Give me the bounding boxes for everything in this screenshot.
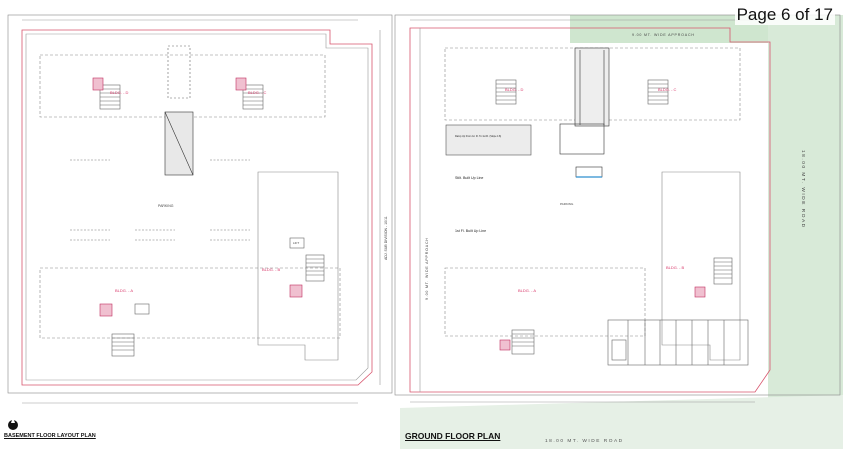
ground-block-d-label: BLDG. - D [505, 87, 524, 92]
basement-parking-label: PARKING [158, 204, 174, 208]
basement-stair-c [235, 77, 264, 110]
basement-block-d-label: BLDG. - D [110, 90, 129, 95]
ground-first-floor-ramp [445, 124, 532, 156]
ground-bottom-road-label: 18.00 MT. WIDE ROAD [545, 438, 624, 444]
ground-bottom-band [444, 267, 646, 337]
basement-top-band [39, 54, 326, 118]
basement-bottom-band [39, 267, 341, 339]
basement-lift-label: LIFT [293, 241, 299, 245]
ground-right-road-fill [768, 15, 843, 430]
basement-inner-wall [25, 33, 369, 381]
ground-plan-title: GROUND FLOOR PLAN [405, 431, 501, 441]
ground-block-b-outline [661, 171, 741, 361]
basement-block-b-outline [257, 171, 339, 361]
ground-right-road-label: 18.00 MT. WIDE ROAD [800, 150, 806, 229]
basement-ramp-top [167, 45, 191, 99]
ground-top-road-label: 9.00 MT. WIDE APPROACH [632, 33, 695, 37]
basement-parking-rows [70, 159, 250, 241]
ground-bottom-road-fill [400, 395, 843, 449]
ground-stilt-label-2: 1st Fl. Built Up Line [455, 229, 486, 233]
ground-block-c-label: BLDG. - C [658, 87, 677, 92]
ground-left-road-label: 9.00 MT. WIDE APPROACH [425, 237, 429, 300]
ground-stair-a [499, 329, 535, 355]
basement-labels: PARKING BLDG. - D BLDG. - C BLDG. - A BL… [110, 90, 388, 293]
ground-block-b-label: BLDG. - B [666, 265, 685, 270]
basement-stair-a [99, 303, 150, 357]
ground-boundary [409, 27, 771, 393]
basement-side-note: ADJ. SUB DIVISION - 10/11 [384, 216, 388, 260]
ground-ramp [574, 47, 610, 127]
ground-stair-c [647, 79, 669, 105]
basement-plan-title: BASEMENT FLOOR LAYOUT PLAN [4, 433, 96, 439]
ground-parking-label: PARKING [560, 202, 574, 206]
basement-block-c-label: BLDG. - C [248, 90, 267, 95]
basement-plan [7, 14, 393, 404]
basement-boundary [21, 29, 373, 386]
ground-lift-core [559, 123, 605, 155]
ground-ramp-note: Ramp Up From Gr. Fl. To 1st Fl. (Slope 1… [455, 135, 501, 138]
basement-stair-b [289, 237, 325, 298]
ground-stilt-label-1: Stilt. Built Up Line [455, 176, 483, 180]
basement-frame [7, 14, 393, 394]
ground-stair-b [694, 257, 733, 298]
basement-block-a-label: BLDG. - A [115, 288, 133, 293]
ground-labels: 9.00 MT. WIDE APPROACH 9.00 MT. WIDE APP… [425, 33, 806, 444]
ground-shops [607, 319, 749, 366]
basement-stair-d [92, 77, 121, 110]
page-counter: Page 6 of 17 [734, 5, 835, 25]
basement-block-b-label: BLDG. - B [262, 267, 281, 272]
ground-block-a-label: BLDG. - A [518, 288, 536, 293]
ground-stair-d [495, 79, 517, 105]
north-arrow-icon [8, 417, 18, 430]
